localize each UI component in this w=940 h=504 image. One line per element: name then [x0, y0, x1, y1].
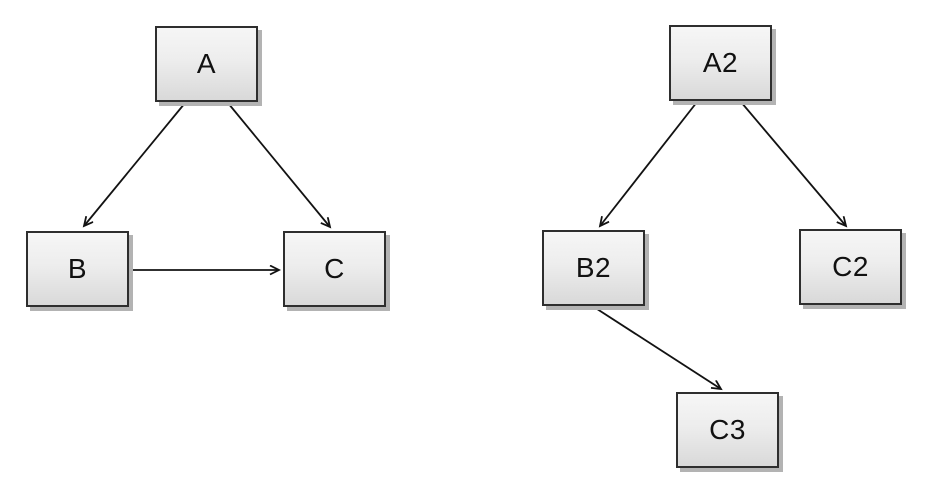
node-A2: A2 — [669, 25, 772, 101]
node-C2: C2 — [799, 229, 902, 305]
node-C2-label: C2 — [832, 251, 869, 282]
node-A-label: A — [196, 48, 217, 79]
node-B: B — [26, 231, 129, 307]
node-B2-label: B2 — [575, 252, 612, 283]
node-A: A — [155, 26, 258, 102]
edge-A2-C2 — [740, 101, 846, 226]
node-A2-label: A2 — [702, 47, 739, 78]
edge-B2-C3 — [593, 306, 721, 389]
edge-A2-B2 — [600, 101, 698, 226]
node-C: C — [283, 231, 386, 307]
node-B2: B2 — [542, 230, 645, 306]
edge-A-C — [227, 102, 330, 227]
node-B-label: B — [67, 253, 88, 284]
node-C3: C3 — [676, 392, 779, 468]
node-C3-label: C3 — [709, 414, 746, 445]
node-C-label: C — [324, 253, 345, 284]
edge-A-B — [84, 102, 186, 226]
